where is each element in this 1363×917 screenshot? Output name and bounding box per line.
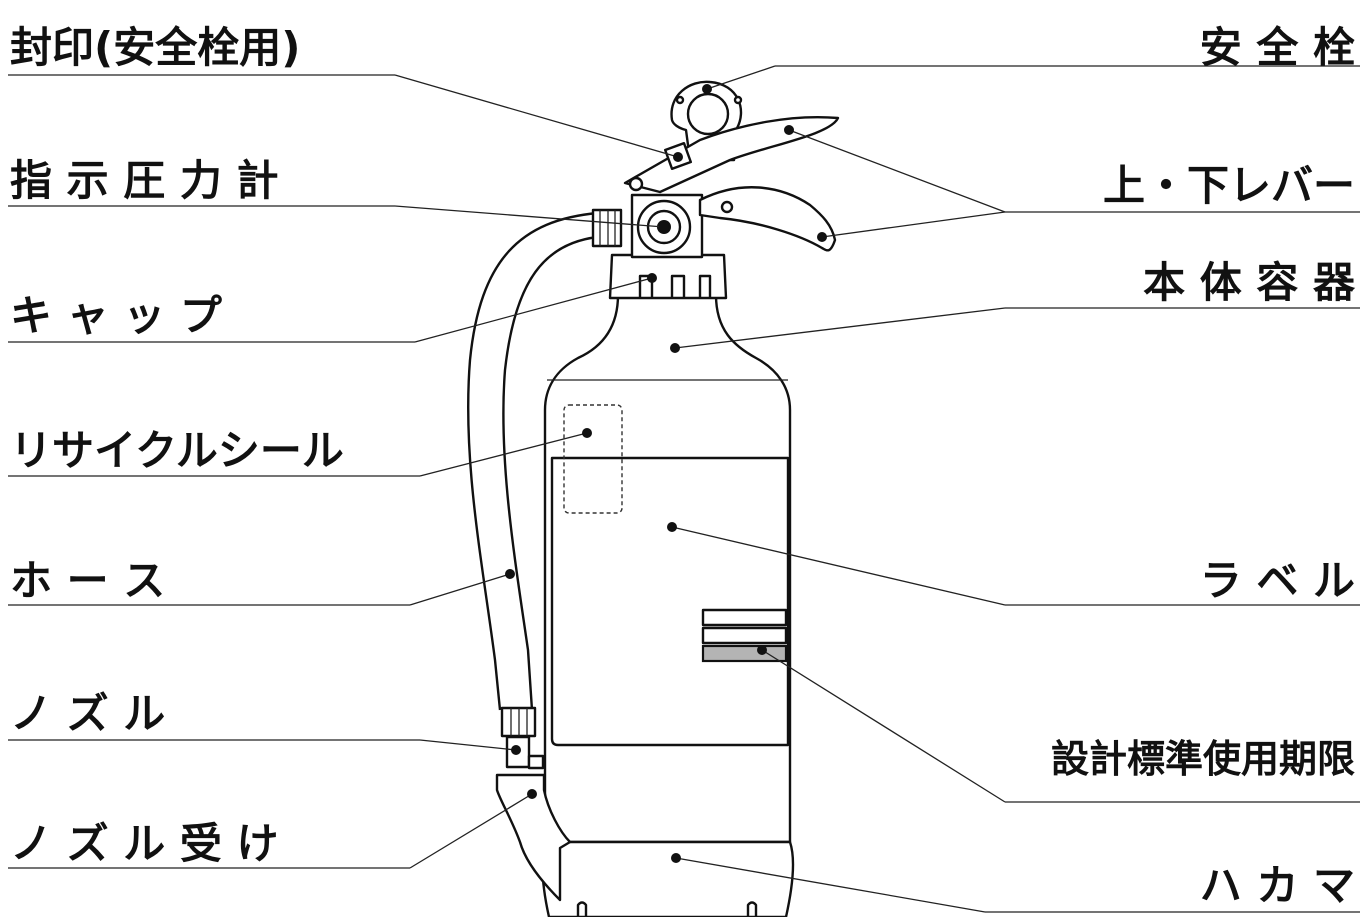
hose-outer [466, 211, 599, 711]
lower-lever-hole [720, 200, 734, 214]
label-label: ラ ベ ル [1200, 556, 1355, 605]
label-hose: ホ ー ス [10, 556, 165, 605]
leader-recycle [419, 432, 588, 477]
dot-cap [647, 273, 657, 283]
body-container[interactable] [543, 293, 792, 844]
label-gauge: 指 示 圧 力 計 [10, 156, 279, 205]
leader-expiry [761, 649, 1006, 803]
safety-pin-hole [686, 92, 730, 136]
dot-safety-pin [702, 84, 712, 94]
leader-lever-lower [821, 211, 1006, 238]
nozzle-latch [527, 754, 545, 770]
dot-skirt [671, 853, 681, 863]
safety-pin-dot-left [675, 95, 685, 105]
dot-label [667, 522, 677, 532]
upper-lever[interactable] [623, 115, 840, 194]
hose-connector [591, 208, 623, 248]
label-seal: 封印(安全栓用) [10, 23, 300, 72]
safety-pin-dot-right [733, 95, 743, 105]
dot-nozzle [511, 745, 521, 755]
expiry-band-2 [701, 626, 788, 645]
label-recycle-seal: リサイクルシール [10, 426, 344, 475]
label-cap: キ ャ ッ プ [10, 291, 222, 340]
dot-seal [673, 152, 683, 162]
label-expiry: 設計標準使用期限 [1051, 737, 1355, 781]
dot-nozzle-holder [527, 789, 537, 799]
dot-lever-upper [784, 125, 794, 135]
dot-expiry [757, 645, 767, 655]
leader-cap [414, 277, 653, 343]
recycle-seal [563, 404, 623, 514]
dot-lever-lower [817, 232, 827, 242]
dot-body [670, 343, 680, 353]
leader-body [674, 307, 1006, 349]
leader-nozzle-holder [409, 793, 533, 869]
leader-lever-upper [788, 129, 1006, 213]
leader-seal [394, 74, 679, 158]
nozzle-holder[interactable] [495, 773, 572, 902]
label-body: 本 体 容 器 [1143, 258, 1356, 307]
skirt-leg-left [576, 901, 588, 917]
label-nozzle-holder: ノ ズ ル 受 け [10, 819, 279, 868]
lower-lever[interactable] [698, 186, 837, 252]
dot-hose [505, 569, 515, 579]
leader-nozzle [419, 739, 517, 751]
expiry-band-3 [701, 644, 788, 663]
dot-gauge [659, 222, 669, 232]
label-panel [550, 456, 790, 747]
dot-recycle [582, 428, 592, 438]
skirt-leg-right [746, 901, 758, 917]
label-nozzle: ノ ズ ル [10, 689, 165, 738]
expiry-band-1 [701, 608, 788, 627]
upper-lever-pivot [628, 176, 644, 192]
leader-skirt [675, 857, 986, 913]
leader-gauge [394, 205, 665, 228]
label-lever: 上・下レバー [1103, 161, 1355, 210]
leader-label [671, 526, 1006, 606]
label-safety-pin: 安 全 栓 [1200, 23, 1355, 72]
hose-inner [502, 235, 599, 711]
label-skirt: ハ カ マ [1200, 861, 1355, 910]
cap-notches [638, 274, 712, 298]
leader-hose [409, 573, 511, 606]
leader-safety-pin [706, 65, 776, 90]
